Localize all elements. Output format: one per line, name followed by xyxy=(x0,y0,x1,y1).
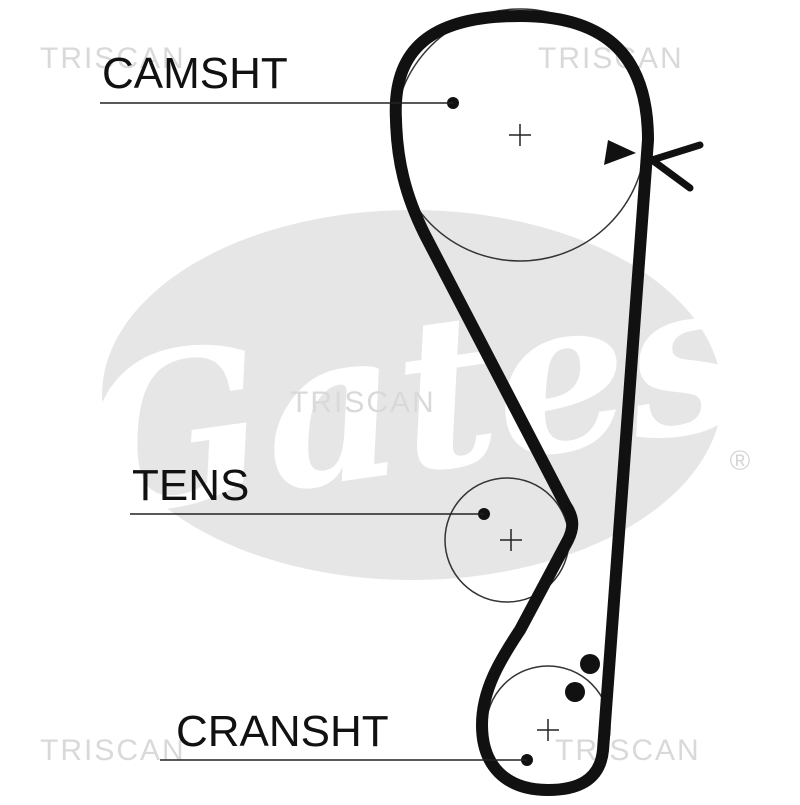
camshaft-timing-arrow xyxy=(604,140,704,192)
center-marks xyxy=(500,124,559,741)
crankshaft-mark-upper xyxy=(580,654,600,674)
timing-arrow-head xyxy=(604,140,636,165)
timing-dots xyxy=(447,97,600,766)
registered-mark: ® xyxy=(730,445,751,476)
watermark-top-left: TRISCAN xyxy=(40,42,186,75)
timing-belt xyxy=(389,10,654,796)
camshaft-label: CAMSHT xyxy=(102,49,288,98)
watermark-bottom-left: TRISCAN xyxy=(40,734,186,767)
watermark-center: TRISCAN xyxy=(290,386,436,419)
crankshaft-label: CRANSHT xyxy=(176,707,389,756)
tensioner-label: TENS xyxy=(132,461,249,510)
logo-ellipse xyxy=(102,210,722,580)
watermark-bottom-right: TRISCAN xyxy=(555,734,701,767)
crankshaft-mark-lower xyxy=(565,682,585,702)
gates-logo-watermark: Gates ® xyxy=(69,210,761,580)
timing-arrow-chevron xyxy=(648,141,704,192)
triscan-watermarks: TRISCAN TRISCAN TRISCAN TRISCAN TRISCAN xyxy=(40,42,701,767)
leader-lines xyxy=(100,102,527,761)
